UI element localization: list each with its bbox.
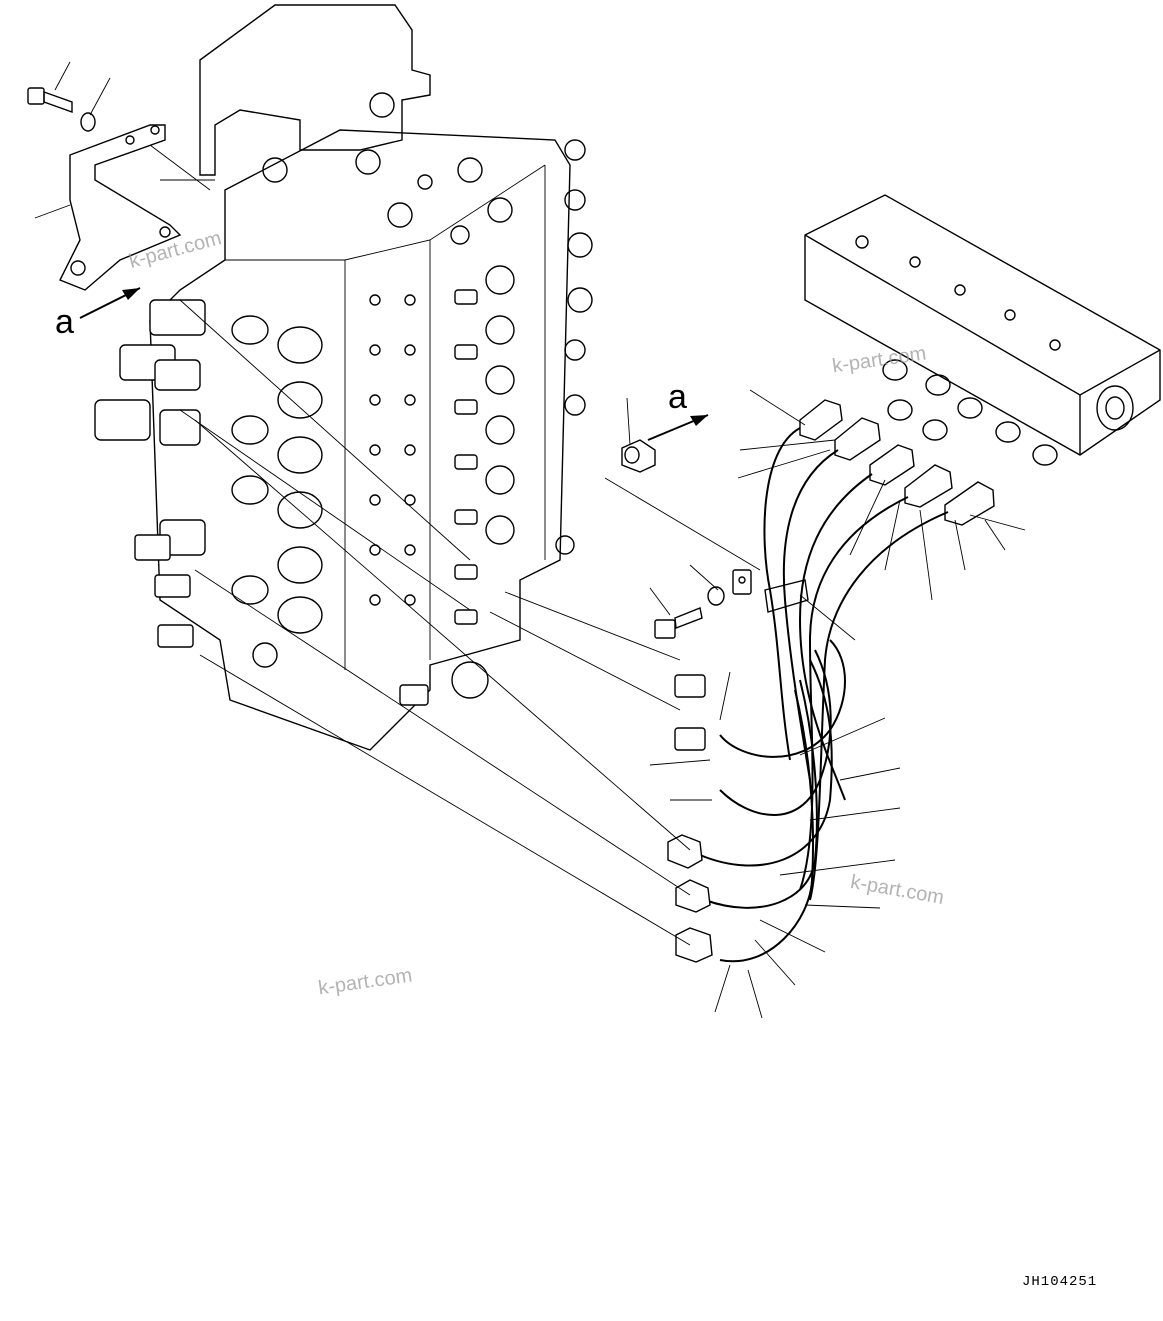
- view-arrow-right: [647, 414, 709, 441]
- view-label-left: a: [55, 303, 74, 341]
- bracket-bolt: [27, 87, 73, 113]
- bracket-assembly: [27, 61, 182, 291]
- solenoid-valves: [94, 299, 206, 648]
- hose-bundle: [649, 389, 1026, 1019]
- callout-leaders: [649, 389, 1026, 1019]
- valve-port-holes: [369, 294, 416, 606]
- hose-clamp: [764, 579, 809, 613]
- bracket-washer: [80, 112, 96, 132]
- bottom-plug: [451, 661, 489, 699]
- clamp-hardware: [604, 397, 761, 639]
- hose-top-fittings: [799, 399, 995, 526]
- control-valve-assembly: [94, 4, 593, 751]
- valve-top-plugs: [262, 92, 513, 245]
- connection-lines: [149, 144, 691, 946]
- hose-bottom-fittings: [667, 674, 713, 963]
- view-label-right: a: [668, 378, 687, 416]
- valve-side-fittings: [454, 139, 593, 625]
- view-arrow-left: [79, 287, 141, 319]
- spool-caps: [231, 315, 323, 634]
- junction-block: [804, 194, 1161, 466]
- drawing-code: JH104251: [1022, 1274, 1098, 1290]
